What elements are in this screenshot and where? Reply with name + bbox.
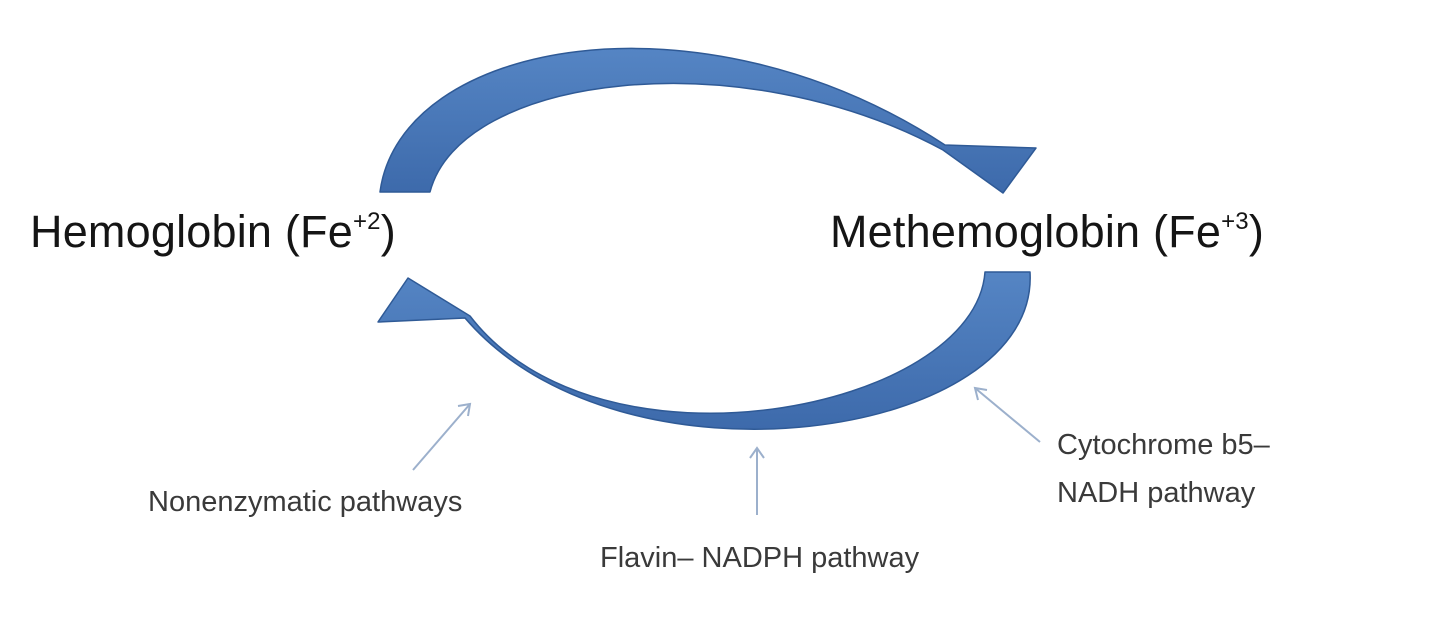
flavin-pointer (749, 446, 765, 515)
methemoglobin-close: ) (1248, 206, 1265, 257)
cytochrome-b5-nadh-pathway-label: Cytochrome b5– NADH pathway (1057, 421, 1270, 517)
reduction-arrow (377, 271, 1031, 430)
cytochrome-label-line1: Cytochrome b5– (1057, 429, 1270, 461)
methemoglobin-charge: +3 (1221, 208, 1249, 235)
hemoglobin-name: Hemoglobin (Fe (30, 206, 353, 257)
hemoglobin-label: Hemoglobin (Fe+2) (30, 206, 396, 258)
methemoglobin-label: Methemoglobin (Fe+3) (830, 206, 1264, 258)
nonenzymatic-pointer (412, 402, 472, 471)
oxidation-arrow (379, 47, 1037, 194)
methemoglobin-name: Methemoglobin (Fe (830, 206, 1222, 257)
nonenzymatic-pathways-label: Nonenzymatic pathways (148, 486, 463, 518)
flavin-nadph-pathway-label: Flavin– NADPH pathway (600, 542, 920, 574)
cytochrome-label-line2: NADH pathway (1057, 477, 1256, 509)
cytochrome-pointer (973, 386, 1041, 443)
hemoglobin-charge: +2 (352, 208, 381, 235)
hemoglobin-close: ) (380, 206, 396, 257)
